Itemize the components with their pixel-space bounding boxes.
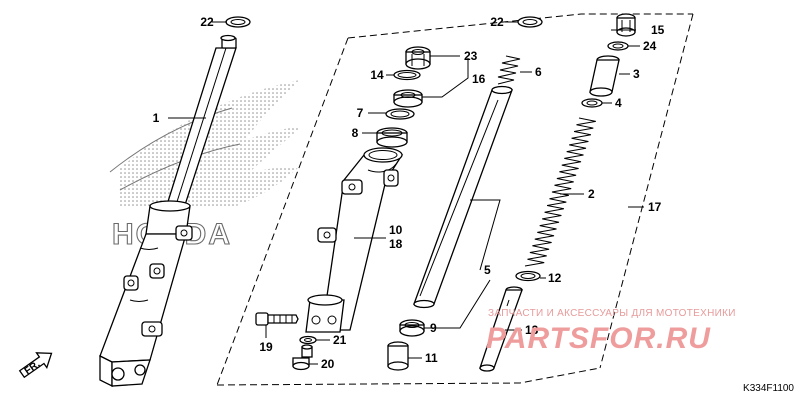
callout-19: 19 (259, 340, 273, 354)
callout-24: 24 (643, 39, 657, 53)
callout-17: 17 (648, 200, 662, 214)
callout-12: 12 (548, 271, 562, 285)
part-11-oil-lock-piece (387, 341, 409, 371)
direction-marker: FR. (18, 352, 53, 379)
part-20-socket-bolt (292, 344, 313, 371)
part-13-fork-piston (479, 286, 523, 372)
callout-4: 4 (615, 96, 622, 110)
callout-labels: 1 2 3 4 5 6 7 8 9 10 11 12 13 14 15 16 1… (153, 15, 665, 371)
callout-9: 9 (430, 321, 437, 335)
callout-1: 1 (153, 111, 160, 125)
part-9-ring (399, 319, 425, 337)
diagram-code: K334F1100 (743, 383, 794, 394)
callout-8: 8 (352, 126, 359, 140)
part-2-fork-spring (524, 117, 596, 267)
part-14-snap-ring (393, 69, 421, 81)
callout-11: 11 (425, 351, 438, 365)
part-19-pinch-bolt (255, 312, 299, 326)
part-24-o-ring (607, 41, 629, 51)
part-7-back-up-ring (385, 108, 415, 120)
callout-5: 5 (484, 263, 491, 277)
part-8-slider-bushing (376, 127, 408, 148)
callout-16: 16 (472, 72, 486, 86)
callout-3: 3 (633, 67, 640, 81)
callout-2: 2 (588, 187, 595, 201)
part-1-outer-fork-tube (99, 34, 237, 388)
watermark-caption: ЗАПЧАСТИ И АКСЕССУАРЫ ДЛЯ МОТОТЕХНИКИ (488, 308, 736, 319)
callout-10: 10 (389, 223, 403, 237)
assembly-outline (216, 13, 694, 386)
part-21-sealing-washer (299, 335, 317, 345)
wing-logo-icon (118, 80, 302, 206)
part-22-o-ring-right (517, 16, 543, 28)
callout-6: 6 (535, 65, 542, 79)
callout-22-left: 22 (200, 15, 214, 29)
callout-23: 23 (464, 49, 478, 63)
part-3-spring-collar (589, 55, 620, 97)
callout-14: 14 (370, 68, 384, 82)
leader-lines (168, 21, 644, 365)
part-10-18-fork-slider (305, 147, 404, 333)
part-5-fork-pipe (413, 85, 513, 309)
watermark-logo: PARTSFOR.RU (486, 322, 711, 355)
callout-13: 13 (525, 323, 539, 337)
callout-7: 7 (357, 106, 364, 120)
part-22-o-ring-left (225, 16, 251, 28)
forward-arrow-icon (18, 352, 53, 379)
callout-20: 20 (321, 357, 335, 371)
callout-22-right: 22 (490, 15, 504, 29)
part-16-oil-seal (393, 89, 423, 108)
part-23-nut (405, 46, 431, 70)
part-6-rebound-spring (497, 55, 521, 85)
part-4-spring-seat (581, 98, 603, 108)
part-12-piston-ring (515, 270, 541, 282)
callout-21: 21 (333, 333, 347, 347)
callout-18: 18 (389, 237, 403, 251)
watermark: ЗАПЧАСТИ И АКСЕССУАРЫ ДЛЯ МОТОТЕХНИКИ PA… (486, 308, 736, 355)
callout-15: 15 (651, 23, 665, 37)
part-15-fork-bolt (616, 13, 636, 37)
